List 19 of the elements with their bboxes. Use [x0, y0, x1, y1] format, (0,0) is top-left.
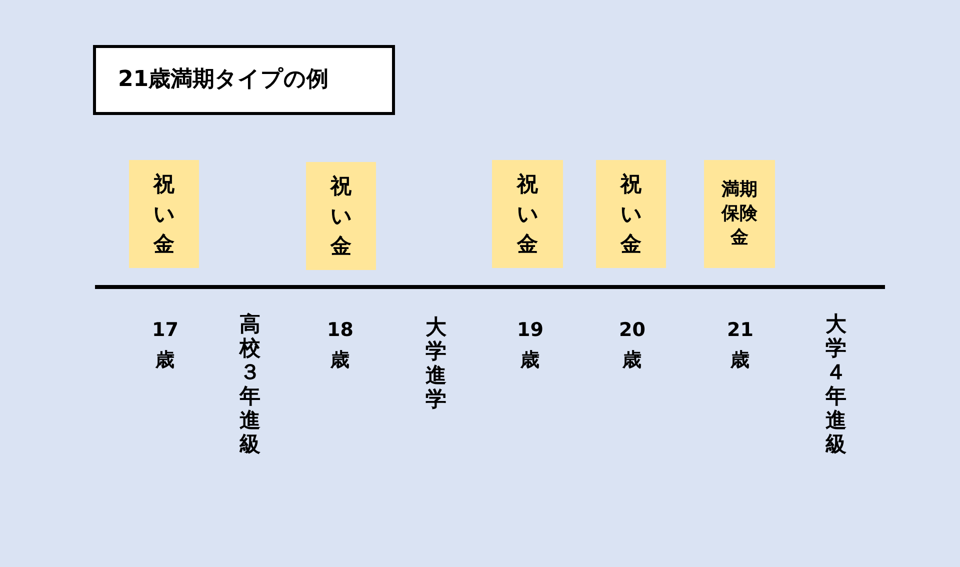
age-label: 19歳: [517, 318, 543, 373]
event-label: 満期保険金: [722, 178, 758, 250]
event-label: 祝い金: [517, 171, 538, 258]
event-label: 祝い金: [330, 173, 352, 260]
milestone-label: 大学進学: [426, 315, 446, 411]
event-box: [492, 160, 563, 268]
age-label: 18歳: [327, 318, 353, 373]
milestone-label: 高校３年進級: [240, 312, 260, 456]
event-label: 祝い金: [620, 171, 642, 258]
event-label: 祝い金: [154, 171, 174, 258]
age-label: 21歳: [727, 318, 753, 373]
title-box: 21歳満期タイプの例: [93, 45, 395, 115]
event-box: [704, 160, 775, 268]
milestone-label: 大学４年進級: [826, 312, 846, 456]
age-label: 17歳: [152, 318, 178, 373]
age-label: 20歳: [619, 318, 645, 373]
event-box: [306, 162, 376, 270]
event-box: [129, 160, 199, 268]
event-box: [596, 160, 666, 268]
